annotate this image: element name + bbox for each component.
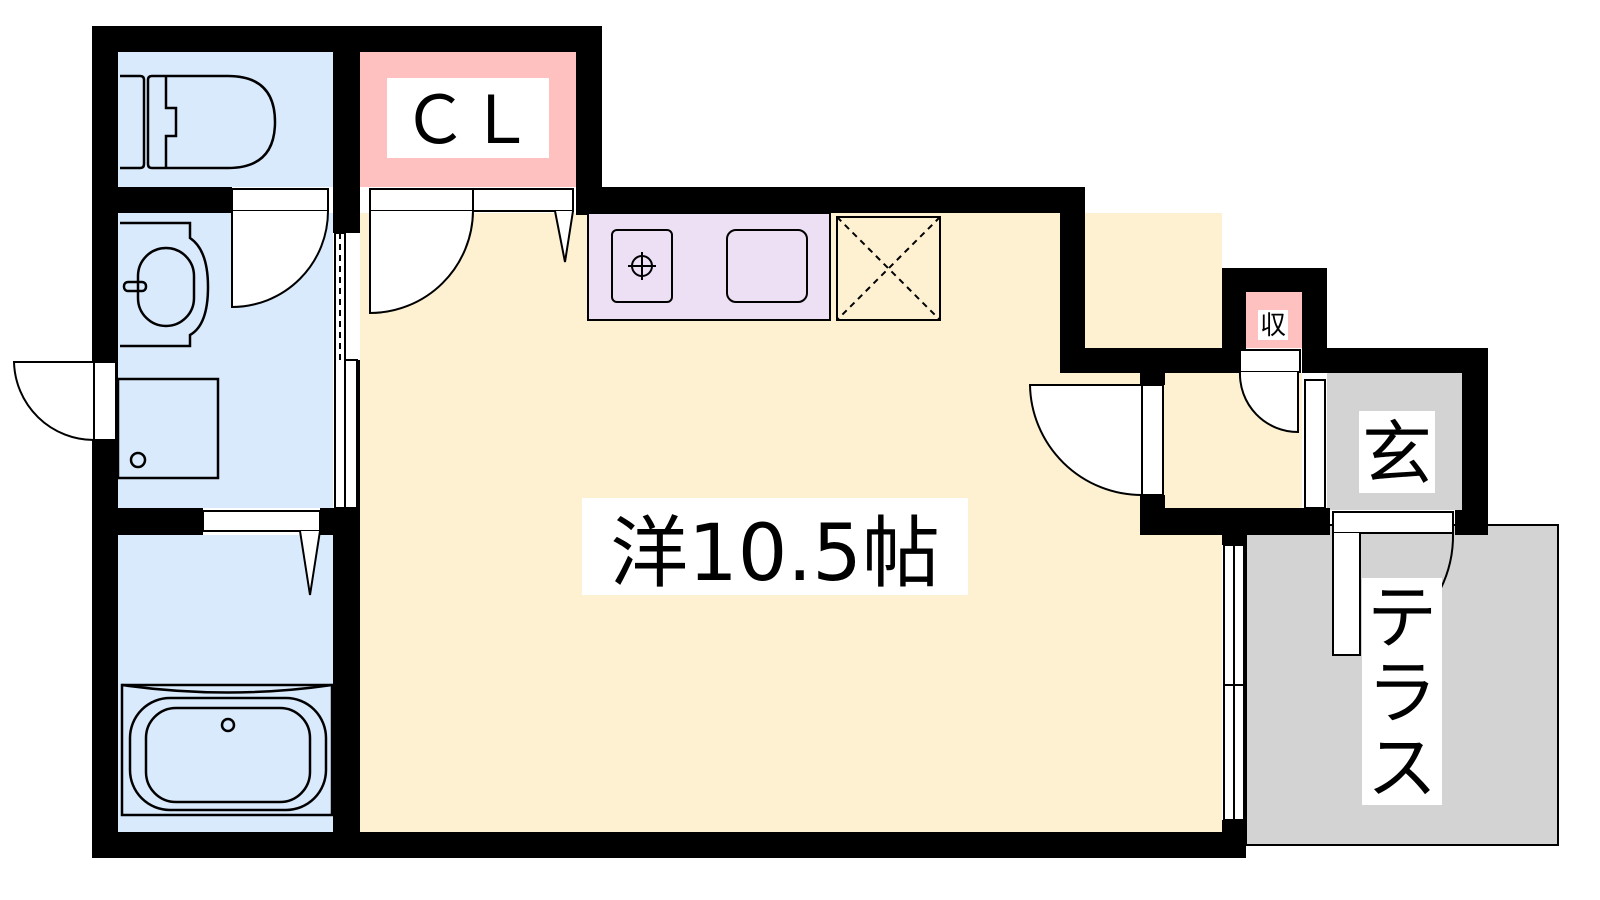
sliding-door-washroom[interactable] — [334, 232, 358, 509]
stove-icon — [611, 229, 673, 303]
entrance-door[interactable] — [1304, 379, 1326, 509]
door-exterior-washroom[interactable] — [12, 361, 117, 442]
bathroom — [118, 535, 333, 832]
bathtub-icon — [120, 683, 334, 817]
washing-machine-space — [116, 377, 220, 480]
door-closet[interactable] — [369, 188, 574, 315]
storage-label: 収 — [1258, 310, 1288, 341]
svg-text:洋10.5帖: 洋10.5帖 — [610, 509, 940, 599]
door-storage[interactable] — [1238, 349, 1301, 434]
svg-text:収: 収 — [1260, 311, 1286, 341]
door-bathroom[interactable] — [202, 510, 321, 596]
closet-label: ＣＬ — [387, 78, 549, 159]
svg-text:ス: ス — [1367, 727, 1437, 809]
window-main-room[interactable] — [1223, 544, 1245, 821]
svg-text:ラ: ラ — [1367, 652, 1437, 734]
main-room-label: 洋10.5帖 — [582, 498, 968, 599]
walls — [92, 26, 1488, 858]
door-hall[interactable] — [1028, 384, 1164, 497]
toilet-room — [118, 52, 333, 187]
svg-text:テ: テ — [1367, 577, 1437, 659]
svg-text:ＣＬ: ＣＬ — [402, 82, 534, 159]
washbasin-icon — [120, 221, 210, 348]
door-terrace[interactable] — [1332, 511, 1455, 656]
terrace-label: テ ラ ス — [1362, 577, 1442, 809]
entrance-label: 玄 — [1359, 411, 1435, 495]
kitchen-counter — [587, 212, 831, 321]
sink-icon — [726, 229, 808, 303]
svg-text:玄: 玄 — [1362, 413, 1432, 495]
door-toilet[interactable] — [231, 188, 329, 309]
toilet-icon — [120, 74, 277, 170]
refrigerator-space — [836, 216, 941, 321]
